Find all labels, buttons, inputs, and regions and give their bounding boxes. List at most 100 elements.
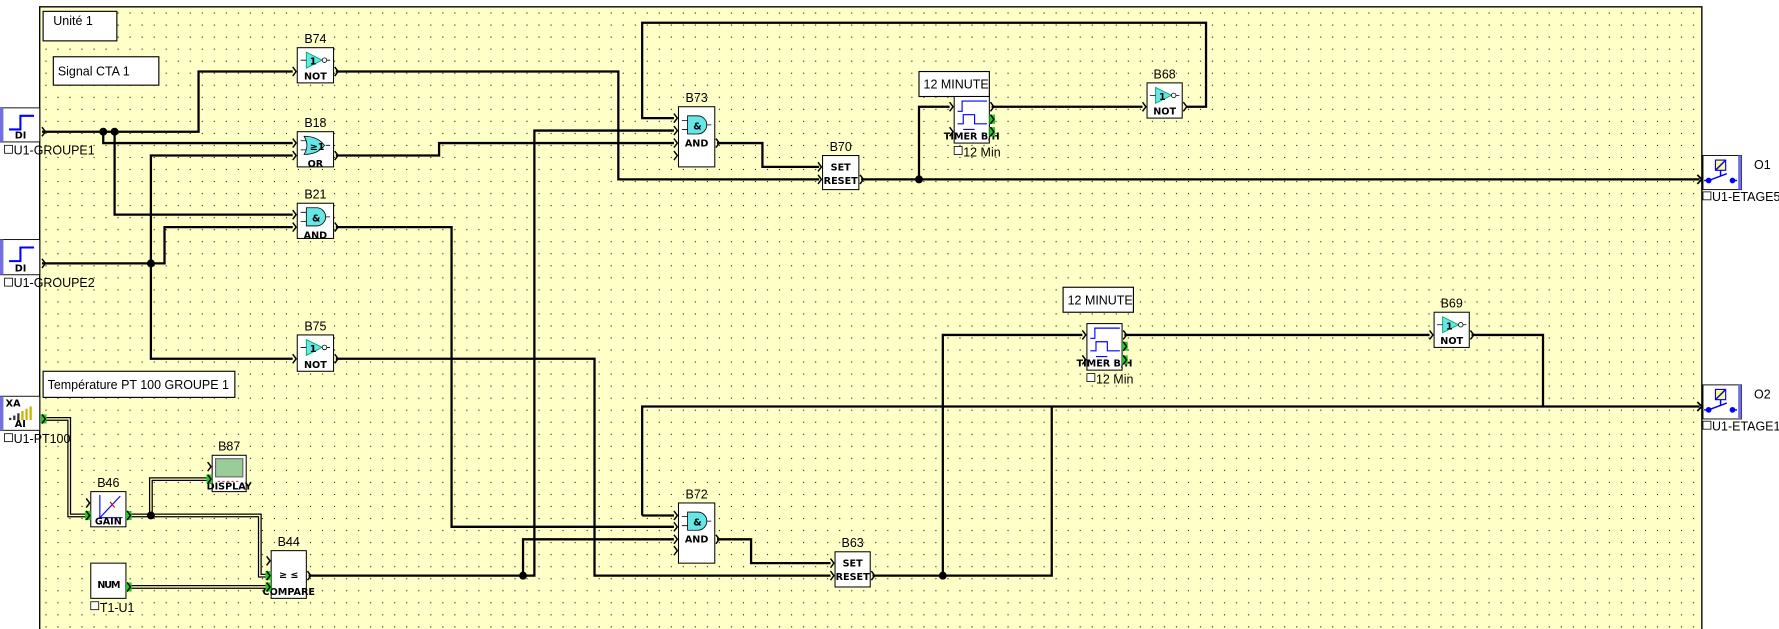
pin-chevron-icon[interactable]: [292, 353, 298, 364]
checkbox[interactable]: [4, 144, 13, 154]
pin-chevron-icon[interactable]: [126, 510, 132, 521]
pin-chevron-icon[interactable]: [673, 125, 679, 136]
pin-chevron-icon[interactable]: [85, 510, 91, 521]
pin-chevron-icon[interactable]: [292, 138, 298, 149]
pin-chevron-icon[interactable]: [1081, 354, 1087, 365]
pin-chevron-icon[interactable]: [859, 174, 865, 185]
wire[interactable]: [521, 538, 674, 576]
pin-chevron-icon[interactable]: [673, 138, 679, 149]
analog-pin[interactable]: [265, 571, 272, 581]
pin-chevron-icon[interactable]: [673, 545, 679, 556]
block-timer-b-h[interactable]: TIMER B/H12 Min: [944, 95, 1001, 160]
pin-chevron-icon[interactable]: [1428, 329, 1434, 340]
wire[interactable]: [113, 131, 293, 216]
checkbox[interactable]: [953, 146, 963, 155]
pin-chevron-icon[interactable]: [989, 101, 995, 112]
pin-chevron-icon[interactable]: [1122, 354, 1128, 365]
pin-chevron-icon[interactable]: [334, 222, 340, 233]
analog-pin[interactable]: [1122, 355, 1128, 365]
wire[interactable]: [149, 263, 293, 360]
pin-chevron-icon[interactable]: [334, 150, 340, 161]
wire[interactable]: [335, 70, 820, 181]
pin-chevron-icon[interactable]: [1141, 101, 1147, 112]
pin-chevron-icon[interactable]: [85, 497, 91, 508]
wire[interactable]: [335, 141, 674, 157]
wire[interactable]: [1471, 333, 1545, 407]
pin-chevron-icon[interactable]: [41, 413, 47, 424]
wire[interactable]: [641, 405, 1700, 516]
checkbox[interactable]: [4, 277, 13, 287]
pin-chevron-icon[interactable]: [1696, 174, 1704, 185]
pin-chevron-icon[interactable]: [989, 114, 995, 125]
pin-chevron-icon[interactable]: [1122, 329, 1128, 340]
pin-chevron-icon[interactable]: [1182, 101, 1188, 112]
wire[interactable]: [335, 357, 831, 577]
wire[interactable]: [641, 21, 1208, 120]
pin-chevron-icon[interactable]: [266, 582, 271, 592]
pin-chevron-icon[interactable]: [1122, 341, 1128, 352]
pin-chevron-icon[interactable]: [989, 126, 995, 137]
wire[interactable]: [149, 154, 293, 264]
wire[interactable]: [917, 105, 950, 180]
pin-chevron-icon[interactable]: [41, 126, 47, 137]
comment-box[interactable]: Signal CTA 1: [52, 56, 160, 86]
wire[interactable]: [335, 225, 674, 528]
analog-pin[interactable]: [125, 582, 132, 592]
pin-chevron-icon[interactable]: [207, 461, 212, 472]
pin-chevron-icon[interactable]: [673, 150, 679, 161]
checkbox[interactable]: [90, 601, 100, 611]
pin-chevron-icon[interactable]: [1081, 329, 1087, 340]
block-b73[interactable]: B73&AND: [673, 91, 721, 168]
analog-pin[interactable]: [125, 510, 132, 521]
pin-chevron-icon[interactable]: [715, 138, 721, 149]
pin-chevron-icon[interactable]: [41, 258, 47, 269]
pin-chevron-icon[interactable]: [292, 150, 298, 161]
block-b44[interactable]: B44≥ ≤COMPARE: [263, 535, 315, 599]
comment-box[interactable]: 12 MINUTE: [1062, 286, 1134, 313]
analog-pin[interactable]: [989, 127, 996, 137]
pin-chevron-icon[interactable]: [673, 510, 679, 521]
pin-chevron-icon[interactable]: [334, 66, 340, 77]
pin-chevron-icon[interactable]: [1696, 401, 1704, 412]
pin-chevron-icon[interactable]: [673, 113, 679, 124]
checkbox[interactable]: [1702, 420, 1712, 430]
pin-chevron-icon[interactable]: [1469, 329, 1475, 340]
analog-pin[interactable]: [989, 114, 996, 124]
comment-box[interactable]: Température PT 100 GROUPE 1: [42, 370, 236, 398]
wire[interactable]: [717, 141, 820, 169]
comment-box[interactable]: 12 MINUTE: [918, 70, 990, 98]
pin-chevron-icon[interactable]: [207, 474, 212, 485]
block-b72[interactable]: B72&AND: [673, 487, 721, 564]
checkbox[interactable]: [1702, 191, 1712, 201]
pin-chevron-icon[interactable]: [292, 66, 298, 77]
analog-pin[interactable]: [265, 582, 272, 592]
wire[interactable]: [41, 225, 293, 265]
pin-chevron-icon[interactable]: [334, 353, 340, 364]
analog-pin[interactable]: [1122, 341, 1128, 351]
analog-pin[interactable]: [40, 414, 47, 424]
pin-chevron-icon[interactable]: [817, 174, 823, 185]
pin-chevron-icon[interactable]: [673, 521, 679, 532]
wire[interactable]: [872, 406, 1053, 577]
checkbox[interactable]: [4, 433, 13, 443]
analog-pin[interactable]: [206, 474, 213, 484]
pin-chevron-icon[interactable]: [126, 582, 132, 592]
block-b21[interactable]: B21&AND: [292, 188, 340, 242]
block-b18[interactable]: B18≥1OR: [292, 116, 340, 170]
pin-chevron-icon[interactable]: [715, 534, 721, 545]
pin-chevron-icon[interactable]: [266, 555, 271, 566]
wire[interactable]: [717, 538, 831, 565]
pin-chevron-icon[interactable]: [949, 126, 954, 137]
wire[interactable]: [41, 70, 293, 133]
